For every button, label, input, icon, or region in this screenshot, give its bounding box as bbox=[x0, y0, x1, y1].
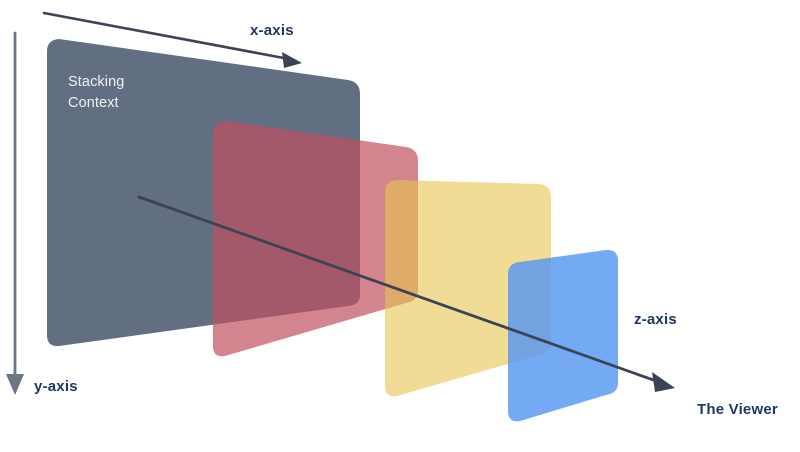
red-plane[interactable] bbox=[213, 121, 418, 357]
blue-plane[interactable] bbox=[508, 249, 618, 422]
y-axis-arrow bbox=[6, 31, 24, 395]
stacking-context-label: Stacking Context bbox=[68, 74, 125, 111]
plane-group-red bbox=[213, 121, 418, 357]
x-axis-arrow bbox=[42, 11, 302, 68]
y-axis-label: y-axis bbox=[34, 378, 78, 395]
x-axis-label: x-axis bbox=[250, 22, 294, 39]
the-viewer-label: The Viewer bbox=[697, 401, 778, 418]
plane-group-blue bbox=[508, 249, 618, 422]
z-axis-label: z-axis bbox=[634, 311, 677, 328]
z-axis-arrow bbox=[137, 195, 675, 392]
